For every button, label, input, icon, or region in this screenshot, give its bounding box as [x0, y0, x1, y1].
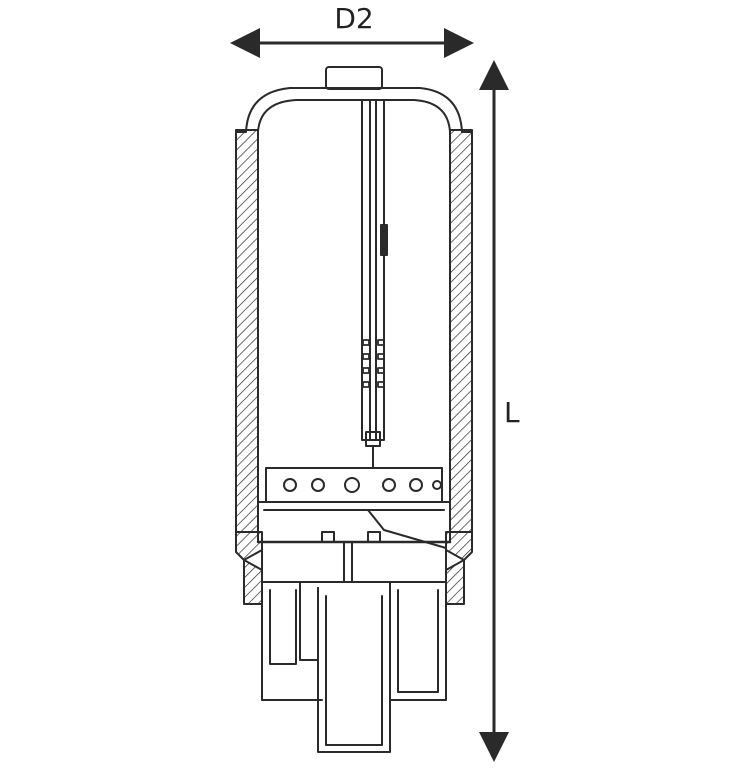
perforated-plate — [265, 467, 443, 503]
top-cap — [325, 66, 383, 90]
lower-outlet — [261, 581, 447, 753]
d2-label: D2 — [334, 2, 373, 35]
l-label: L — [504, 396, 520, 429]
center-stem — [361, 99, 388, 469]
housing-wall — [235, 87, 473, 533]
base-collar — [235, 501, 473, 605]
